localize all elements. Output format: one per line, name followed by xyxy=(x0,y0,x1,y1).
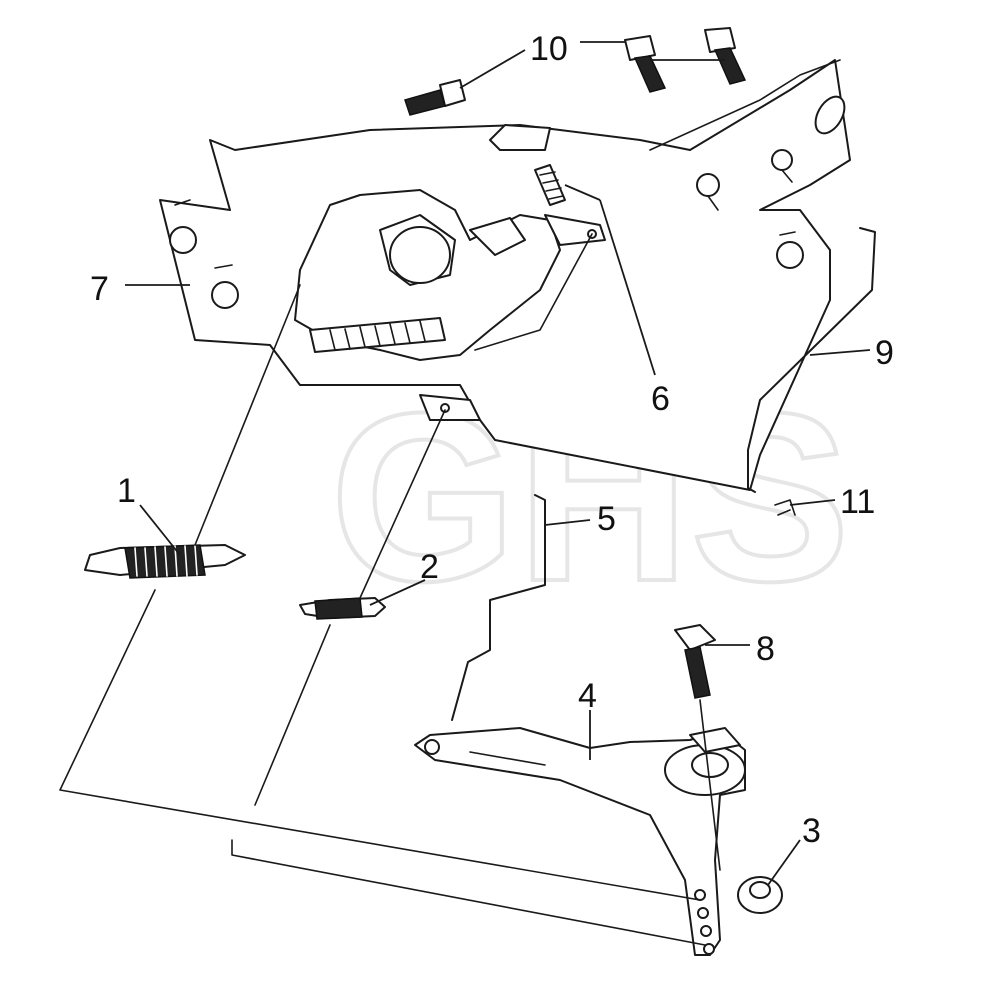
callout-2: 2 xyxy=(420,548,439,586)
throttle-mechanism xyxy=(294,189,606,421)
clip-11 xyxy=(774,499,796,516)
callout-7: 7 xyxy=(90,270,109,308)
callout-4: 4 xyxy=(578,677,597,715)
leader-3 xyxy=(767,839,801,886)
assembly-line-spring-1-lower xyxy=(59,589,701,901)
callout-6: 6 xyxy=(651,380,670,418)
callout-8: 8 xyxy=(756,630,775,668)
spring-2 xyxy=(299,597,386,620)
bolt-8 xyxy=(674,624,721,871)
assembly-line-spring-2-base xyxy=(231,839,706,946)
assembly-line-spring-6 xyxy=(474,233,593,351)
bolt-10-middle xyxy=(624,35,667,93)
leader-5 xyxy=(544,519,591,526)
leader-2 xyxy=(369,579,426,606)
spring-1 xyxy=(84,544,246,579)
assembly-line-spring-2-upper xyxy=(359,409,446,599)
lever-arm-4 xyxy=(414,727,746,956)
callout-10: 10 xyxy=(530,30,568,68)
callout-1: 1 xyxy=(117,472,136,510)
bolt-10-right xyxy=(704,27,747,85)
leader-10-left xyxy=(459,49,526,89)
leader-11 xyxy=(789,499,836,506)
link-rod-5 xyxy=(451,494,546,721)
bolt-10-left xyxy=(404,79,466,116)
assembly-line-spring-1-upper xyxy=(194,284,301,546)
callout-9: 9 xyxy=(875,334,894,372)
assembly-line-spring-2-lower xyxy=(254,624,331,806)
callout-3: 3 xyxy=(802,812,821,850)
leader-6 xyxy=(599,199,656,376)
leader-9 xyxy=(809,349,871,356)
rod-9 xyxy=(747,227,876,493)
callout-11: 11 xyxy=(840,483,875,521)
nut-3 xyxy=(737,876,783,914)
callout-5: 5 xyxy=(597,500,616,538)
leader-1 xyxy=(139,504,181,556)
spring-6 xyxy=(534,164,566,206)
leader-6-top xyxy=(564,184,601,201)
